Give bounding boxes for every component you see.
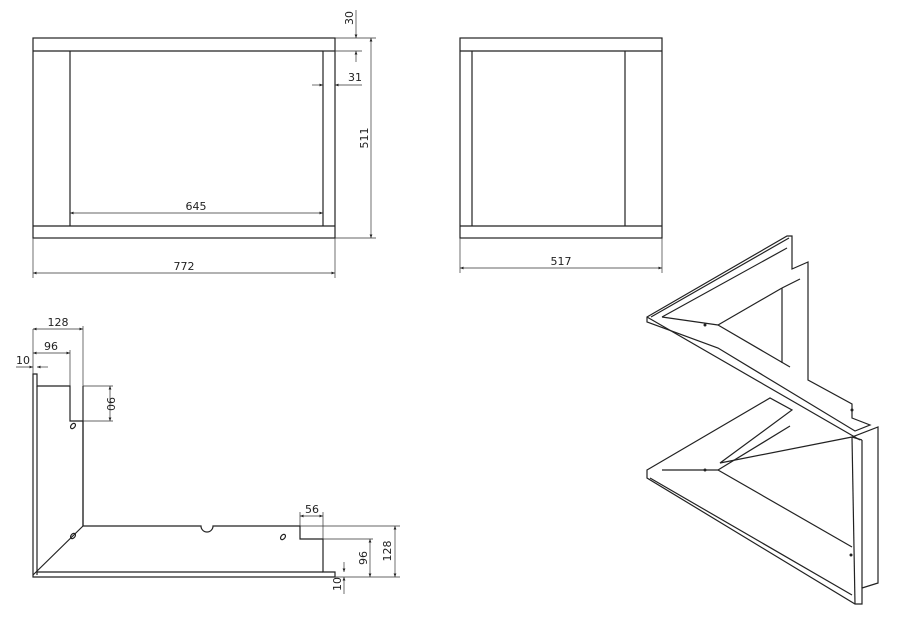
- isometric-view: [646, 235, 879, 605]
- dim-height: 511: [358, 128, 371, 149]
- dim-side-band: 31: [348, 71, 362, 84]
- dim-56: 56: [305, 503, 319, 516]
- dim-96-top: 96: [44, 340, 58, 353]
- dim-128-top: 128: [48, 316, 69, 329]
- dim-90: 90: [104, 397, 117, 411]
- section-view: 128 96 10 90 56 96 128 10: [16, 316, 400, 594]
- dim-width: 772: [174, 260, 195, 273]
- dim-inner-width: 645: [186, 200, 207, 213]
- dim-10-left: 10: [16, 354, 30, 367]
- side-view: 517: [459, 37, 663, 273]
- dim-10-bottom: 10: [331, 577, 344, 591]
- dim-top-band: 30: [343, 11, 356, 25]
- dim-side-width: 517: [551, 255, 572, 268]
- dim-128-right: 128: [381, 541, 394, 562]
- dim-96-right: 96: [357, 551, 370, 565]
- front-view: 645 772 511 30 31: [32, 10, 376, 278]
